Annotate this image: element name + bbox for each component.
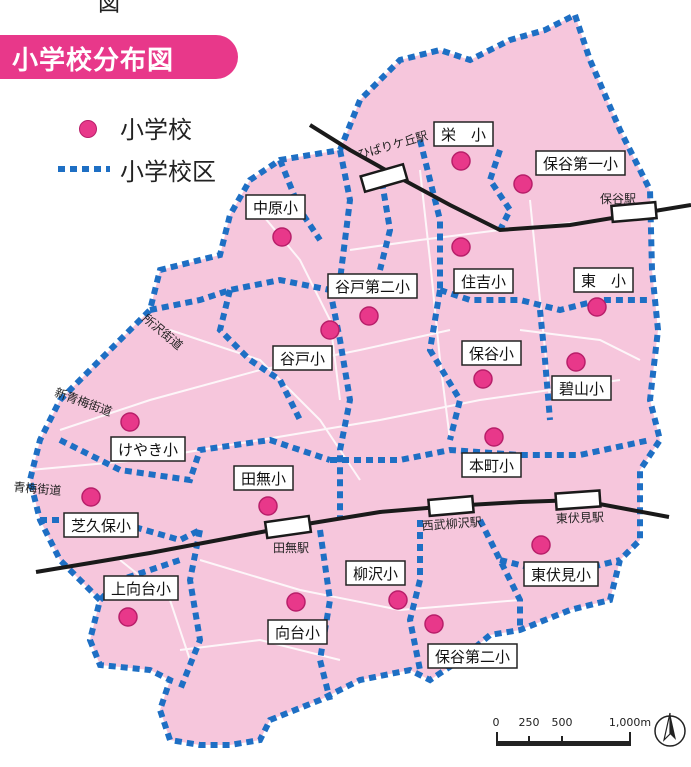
- school-dot-10: [484, 427, 504, 447]
- school-label-box-2: [245, 194, 306, 220]
- school-label-box-17: [427, 643, 518, 669]
- school-dot-1: [513, 174, 533, 194]
- school-label-box-16: [267, 619, 328, 645]
- school-label-17: 保谷第二小: [435, 648, 510, 666]
- school-label-14: 柳沢小: [353, 565, 398, 583]
- school-dot-12: [81, 487, 101, 507]
- scale-bar: 0 250 500 1,000m: [493, 716, 651, 746]
- station-label-1: 保谷駅: [600, 192, 636, 206]
- school-label-box-4: [327, 273, 418, 299]
- school-label-box-5: [573, 267, 634, 293]
- school-label-5: 東 小: [581, 272, 626, 290]
- school-label-8: 碧山小: [559, 380, 604, 398]
- station-label-2: 田無駅: [273, 540, 309, 555]
- map-title: 小学校分布図: [12, 46, 175, 76]
- school-dot-9: [120, 412, 140, 432]
- school-label-1: 保谷第一小: [543, 155, 618, 173]
- school-dot-14: [388, 590, 408, 610]
- school-label-box-12: [63, 512, 139, 538]
- station-label-4: 東伏見駅: [556, 510, 604, 526]
- school-label-10: 本町小: [469, 457, 514, 475]
- school-label-box-0: [433, 121, 494, 147]
- station-box-3: [427, 494, 475, 518]
- school-dot-0: [451, 151, 471, 171]
- station-box-0: [359, 162, 409, 194]
- school-label-box-11: [233, 465, 294, 491]
- school-dot-3: [451, 237, 471, 257]
- school-dot-6: [320, 320, 340, 340]
- school-label-9: けやき小: [118, 441, 178, 459]
- legend-district-dash-icon: [58, 166, 110, 172]
- school-label-box-3: [453, 268, 514, 294]
- school-dot-8: [566, 352, 586, 372]
- school-label-box-13: [523, 561, 599, 587]
- school-label-0: 栄 小: [441, 126, 486, 144]
- school-label-6: 谷戸小: [280, 350, 325, 368]
- school-label-3: 住吉小: [461, 273, 506, 291]
- school-dot-5: [587, 297, 607, 317]
- cropped-title-fragment: 図: [98, 0, 121, 17]
- school-label-15: 上向台小: [111, 580, 171, 598]
- north-arrow-icon: [654, 712, 686, 747]
- school-label-box-8: [551, 375, 612, 401]
- school-dot-15: [118, 607, 138, 627]
- school-label-4: 谷戸第二小: [335, 278, 410, 296]
- school-label-box-1: [535, 150, 626, 176]
- school-label-16: 向台小: [275, 624, 320, 642]
- scale-tick-500: 500: [552, 716, 573, 729]
- school-dot-11: [258, 496, 278, 516]
- school-label-11: 田無小: [241, 470, 286, 488]
- scale-tick-0: 0: [493, 716, 500, 729]
- station-label-3: 西武柳沢駅: [421, 515, 482, 533]
- scale-tick-1000: 1,000m: [609, 716, 651, 729]
- legend-school-dot-icon: [79, 120, 97, 138]
- school-dot-2: [272, 227, 292, 247]
- school-label-box-7: [461, 340, 522, 366]
- station-box-1: [610, 200, 658, 224]
- school-label-box-10: [461, 452, 522, 478]
- school-label-box-15: [103, 575, 179, 601]
- school-dot-16: [286, 592, 306, 612]
- school-dot-13: [531, 535, 551, 555]
- school-label-2: 中原小: [253, 199, 298, 217]
- school-dot-7: [473, 369, 493, 389]
- legend-school-label: 小学校: [120, 116, 192, 144]
- school-label-box-14: [345, 560, 406, 586]
- school-label-7: 保谷小: [469, 345, 514, 363]
- scale-tick-250: 250: [519, 716, 540, 729]
- road-label-2: 青梅街道: [13, 479, 62, 498]
- school-label-box-9: [110, 436, 186, 462]
- school-label-box-6: [272, 345, 333, 371]
- title-banner: [0, 35, 238, 79]
- school-dot-4: [359, 306, 379, 326]
- school-label-12: 芝久保小: [71, 517, 131, 535]
- legend-district-label: 小学校区: [120, 158, 216, 186]
- school-dot-17: [424, 614, 444, 634]
- station-box-2: [263, 514, 313, 540]
- school-label-13: 東伏見小: [531, 566, 591, 584]
- station-box-4: [554, 489, 602, 511]
